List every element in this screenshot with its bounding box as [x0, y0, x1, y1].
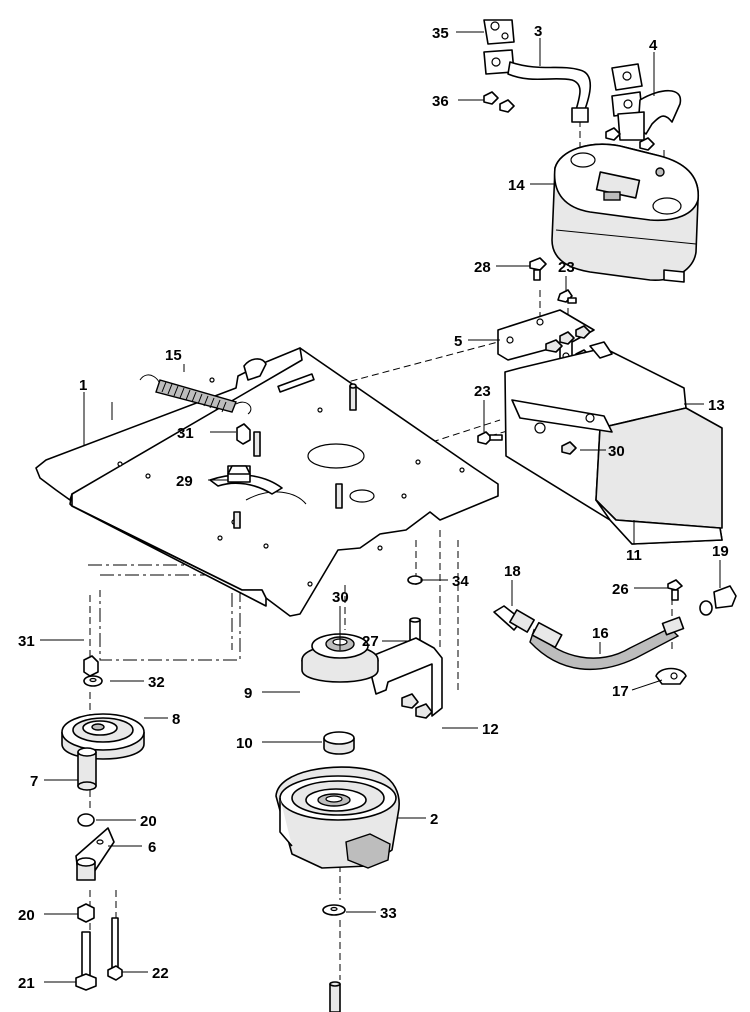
callout-23: 23	[558, 259, 575, 276]
heat-shield	[504, 341, 723, 545]
callout-30-mid: 30	[332, 589, 349, 606]
callout-2: 2	[430, 811, 438, 828]
callout-26: 26	[612, 581, 629, 598]
callout-28: 28	[474, 259, 491, 276]
pulley-spacer	[323, 731, 355, 755]
callout-labels: 1 15 31 29 35 36 3 4 14 28 23 5 23 13 30…	[18, 23, 729, 992]
callout-14: 14	[508, 177, 525, 194]
engine-pulley	[301, 633, 379, 683]
electric-clutch	[275, 766, 400, 869]
callout-34: 34	[452, 573, 469, 590]
callout-7: 7	[30, 773, 38, 790]
clutch-bracket	[371, 637, 443, 719]
callout-27: 27	[362, 633, 379, 650]
callout-16: 16	[592, 625, 609, 642]
muffler	[551, 143, 700, 283]
plate-nuts	[227, 423, 251, 483]
callout-29: 29	[176, 473, 193, 490]
callout-17: 17	[612, 683, 629, 700]
callout-36: 36	[432, 93, 449, 110]
leader-lines	[40, 31, 721, 983]
callout-6: 6	[148, 839, 156, 856]
callout-11: 11	[626, 547, 642, 564]
bolt-24	[477, 431, 503, 445]
callout-10: 10	[236, 735, 253, 752]
callout-19: 19	[712, 543, 729, 560]
tension-spring	[139, 374, 252, 415]
callout-31-left: 31	[18, 633, 35, 650]
callout-15: 15	[165, 347, 182, 364]
callout-8: 8	[172, 711, 180, 728]
exhaust-pipe-left	[483, 19, 592, 123]
callout-35: 35	[432, 25, 449, 42]
callout-13: 13	[708, 397, 725, 414]
callout-18: 18	[504, 563, 521, 580]
callout-33: 33	[380, 905, 397, 922]
callout-9: 9	[244, 685, 252, 702]
callout-21: 21	[18, 975, 35, 992]
callout-1: 1	[79, 377, 87, 394]
clutch-washer	[322, 904, 346, 1012]
bolts-top-bracket	[529, 257, 577, 304]
callout-31-top: 31	[177, 425, 194, 442]
exhaust-pipe-right	[605, 63, 682, 151]
engine-mounting-plate	[35, 347, 499, 617]
idler-pulley-assembly	[61, 655, 145, 991]
callout-12: 12	[482, 721, 499, 738]
callout-20-top: 20	[140, 813, 157, 830]
callout-22: 22	[152, 965, 169, 982]
callout-30-right: 30	[608, 443, 625, 460]
fuel-line-assembly	[493, 579, 737, 685]
callout-3: 3	[534, 23, 542, 40]
callout-24: 23	[474, 383, 491, 400]
callout-20-bottom: 20	[18, 907, 35, 924]
callout-32: 32	[148, 674, 165, 691]
callout-5: 5	[454, 333, 462, 350]
callout-4: 4	[649, 37, 658, 54]
